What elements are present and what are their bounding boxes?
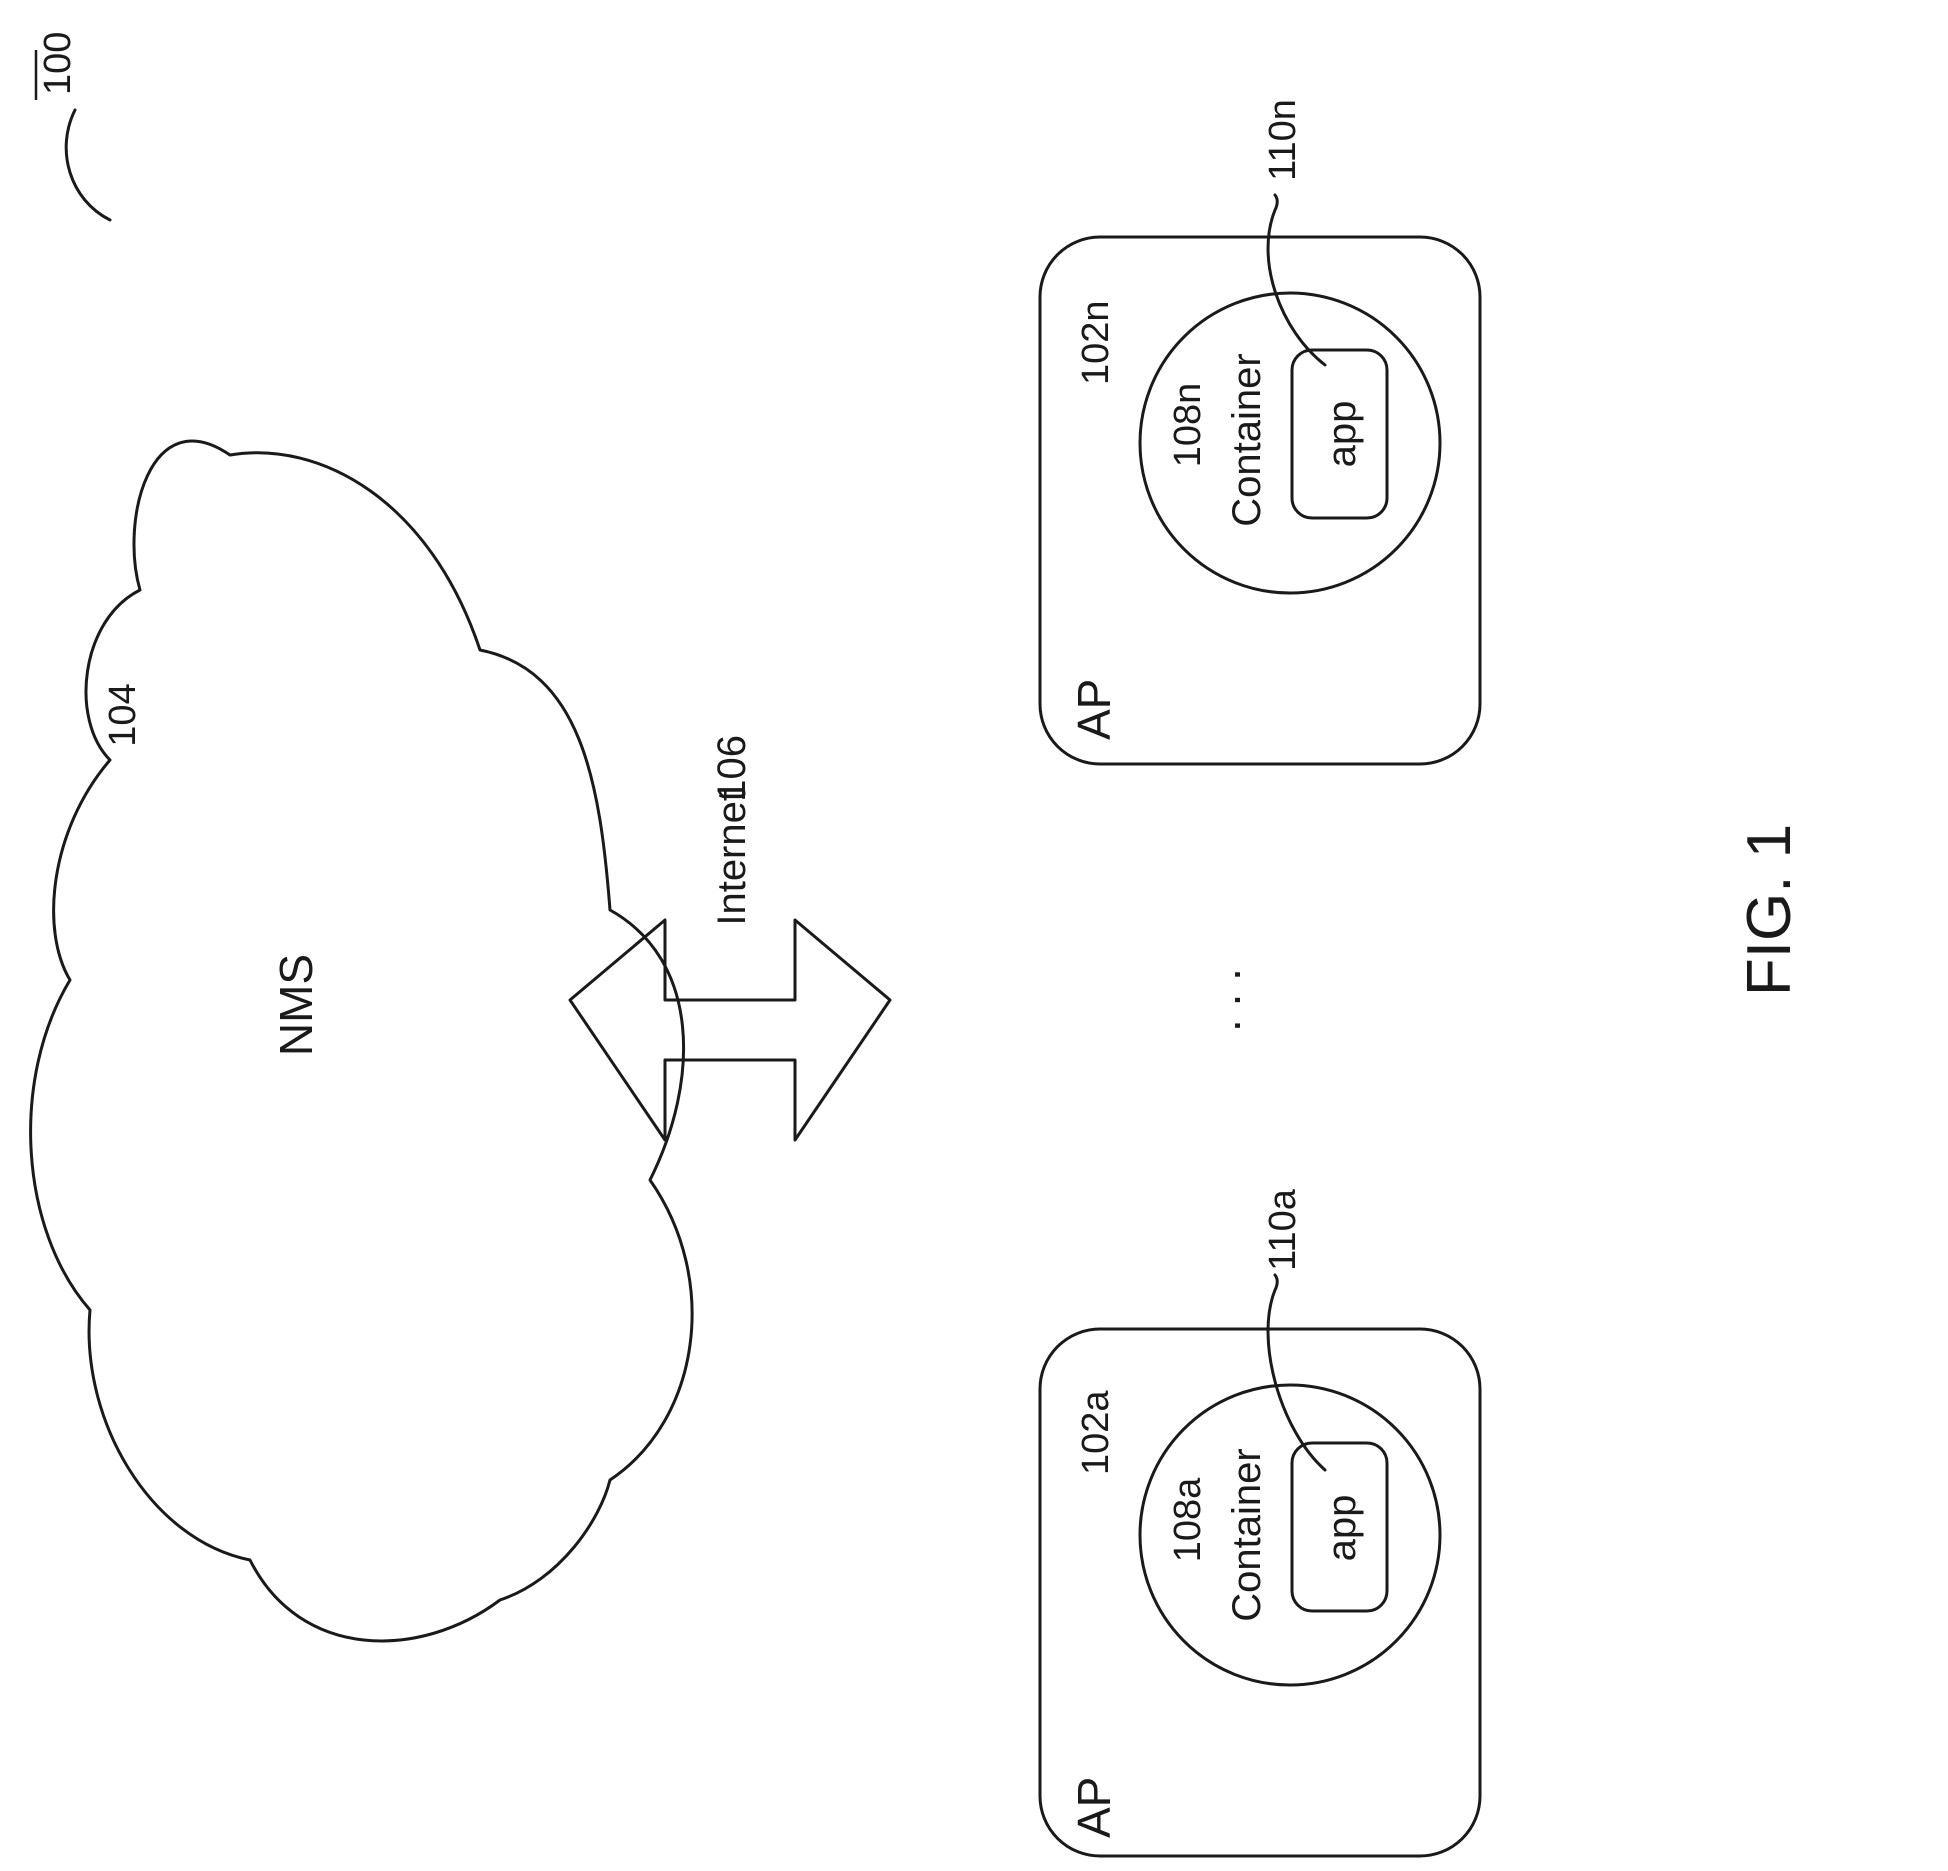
access-point-102a: AP 102a 108a Container app 110a (1040, 1188, 1480, 1856)
figure-ref: 100 (36, 32, 110, 220)
app-ref: 110a (1262, 1188, 1304, 1271)
ap-label: AP (1068, 679, 1120, 740)
access-point-102n: AP 102n 108n Container app 110n (1040, 99, 1480, 764)
app-ref: 110n (1262, 99, 1304, 181)
cloud-outline (31, 441, 692, 1641)
ap-label: AP (1068, 1777, 1120, 1838)
ap-ellipsis: . . . (1198, 968, 1250, 1032)
container-label: Container (1225, 353, 1269, 526)
ap-ref: 102a (1075, 1390, 1117, 1475)
internet-label: Internet (710, 790, 754, 926)
internet-ref: 106 (710, 735, 754, 802)
internet-arrow: Internet 106 (570, 735, 890, 1140)
double-arrow-icon (570, 920, 890, 1140)
figure-ref-leader (66, 110, 110, 220)
app-leader (1268, 195, 1325, 365)
nms-ref: 104 (102, 683, 144, 746)
ap-ref: 102n (1075, 300, 1117, 385)
figure-ref-label: 100 (37, 32, 79, 95)
figure-caption: FIG. 1 (1735, 824, 1804, 996)
app-label: app (1320, 1495, 1364, 1562)
nms-cloud: NMS 104 (31, 441, 692, 1641)
container-ref: 108a (1167, 1477, 1209, 1562)
nms-label: NMS (270, 954, 322, 1056)
app-label: app (1320, 401, 1364, 468)
container-ref: 108n (1167, 383, 1209, 468)
app-leader (1268, 1275, 1325, 1470)
container-label: Container (1225, 1448, 1269, 1621)
